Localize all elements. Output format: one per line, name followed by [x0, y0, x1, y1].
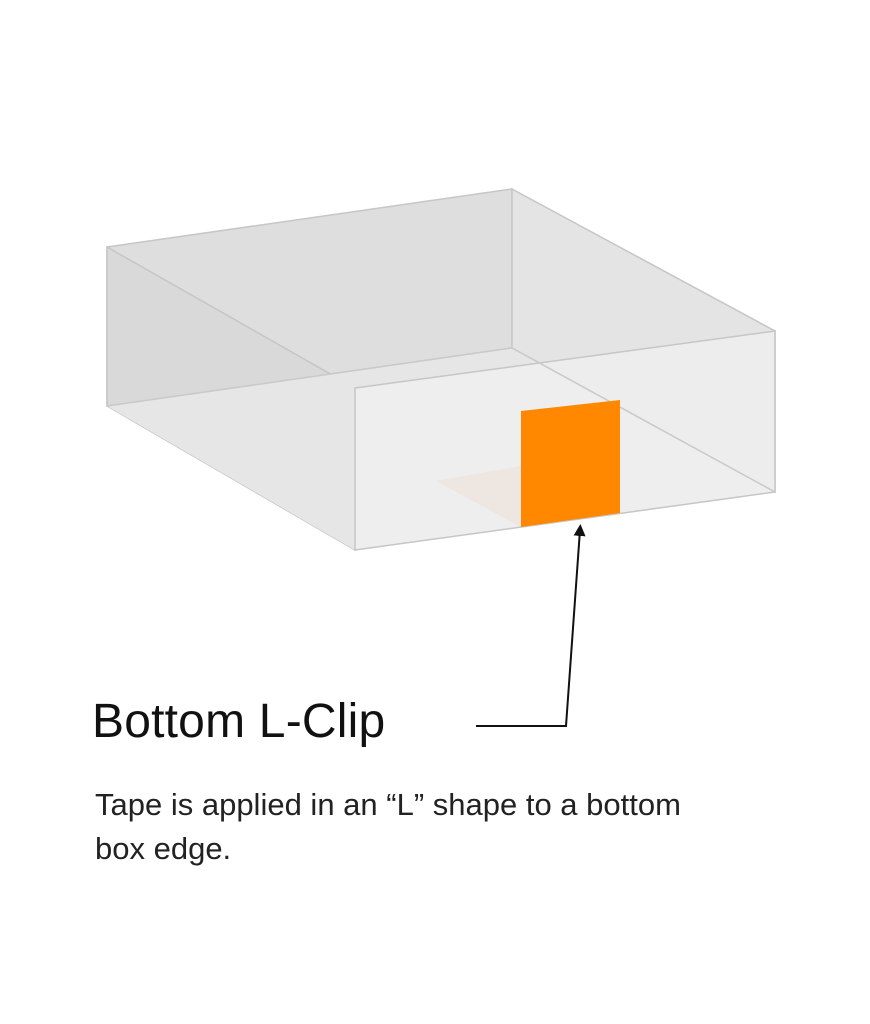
tape-wall-segment [521, 400, 620, 527]
callout-description: Tape is applied in an “L” shape to a bot… [95, 787, 681, 866]
leader-arrow [476, 524, 586, 727]
box-inner-edge [511, 347, 776, 493]
open-box [106, 187, 776, 552]
callout-title: Bottom L-Clip [92, 695, 386, 748]
box-inner-edge [106, 347, 513, 407]
